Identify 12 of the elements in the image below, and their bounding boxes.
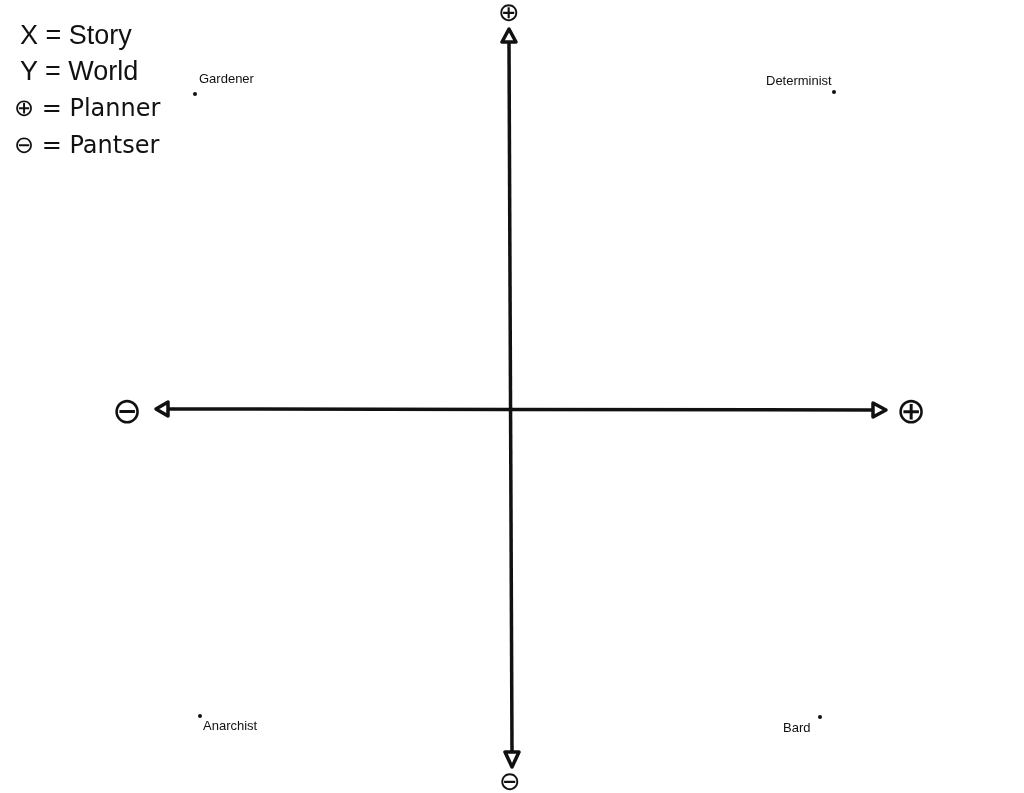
legend-text: ⊕ = Planner [14,96,161,120]
quadrant-label: Determinist [766,74,832,87]
quadrant-label: Bard [783,721,811,734]
quadrant-label: Anarchist [203,719,258,732]
quadrant-label: Gardener [199,72,254,85]
legend-text: ⊖ = Pantser [14,133,160,157]
legend-text: Y = World [20,58,139,85]
axis-end-symbol: ⊕ [498,0,520,25]
axis-end-symbol: ⊖ [111,393,143,429]
legend-text: X = Story [20,22,132,49]
axis-end-symbol: ⊖ [499,768,521,793]
axis-end-symbol: ⊕ [895,393,927,429]
